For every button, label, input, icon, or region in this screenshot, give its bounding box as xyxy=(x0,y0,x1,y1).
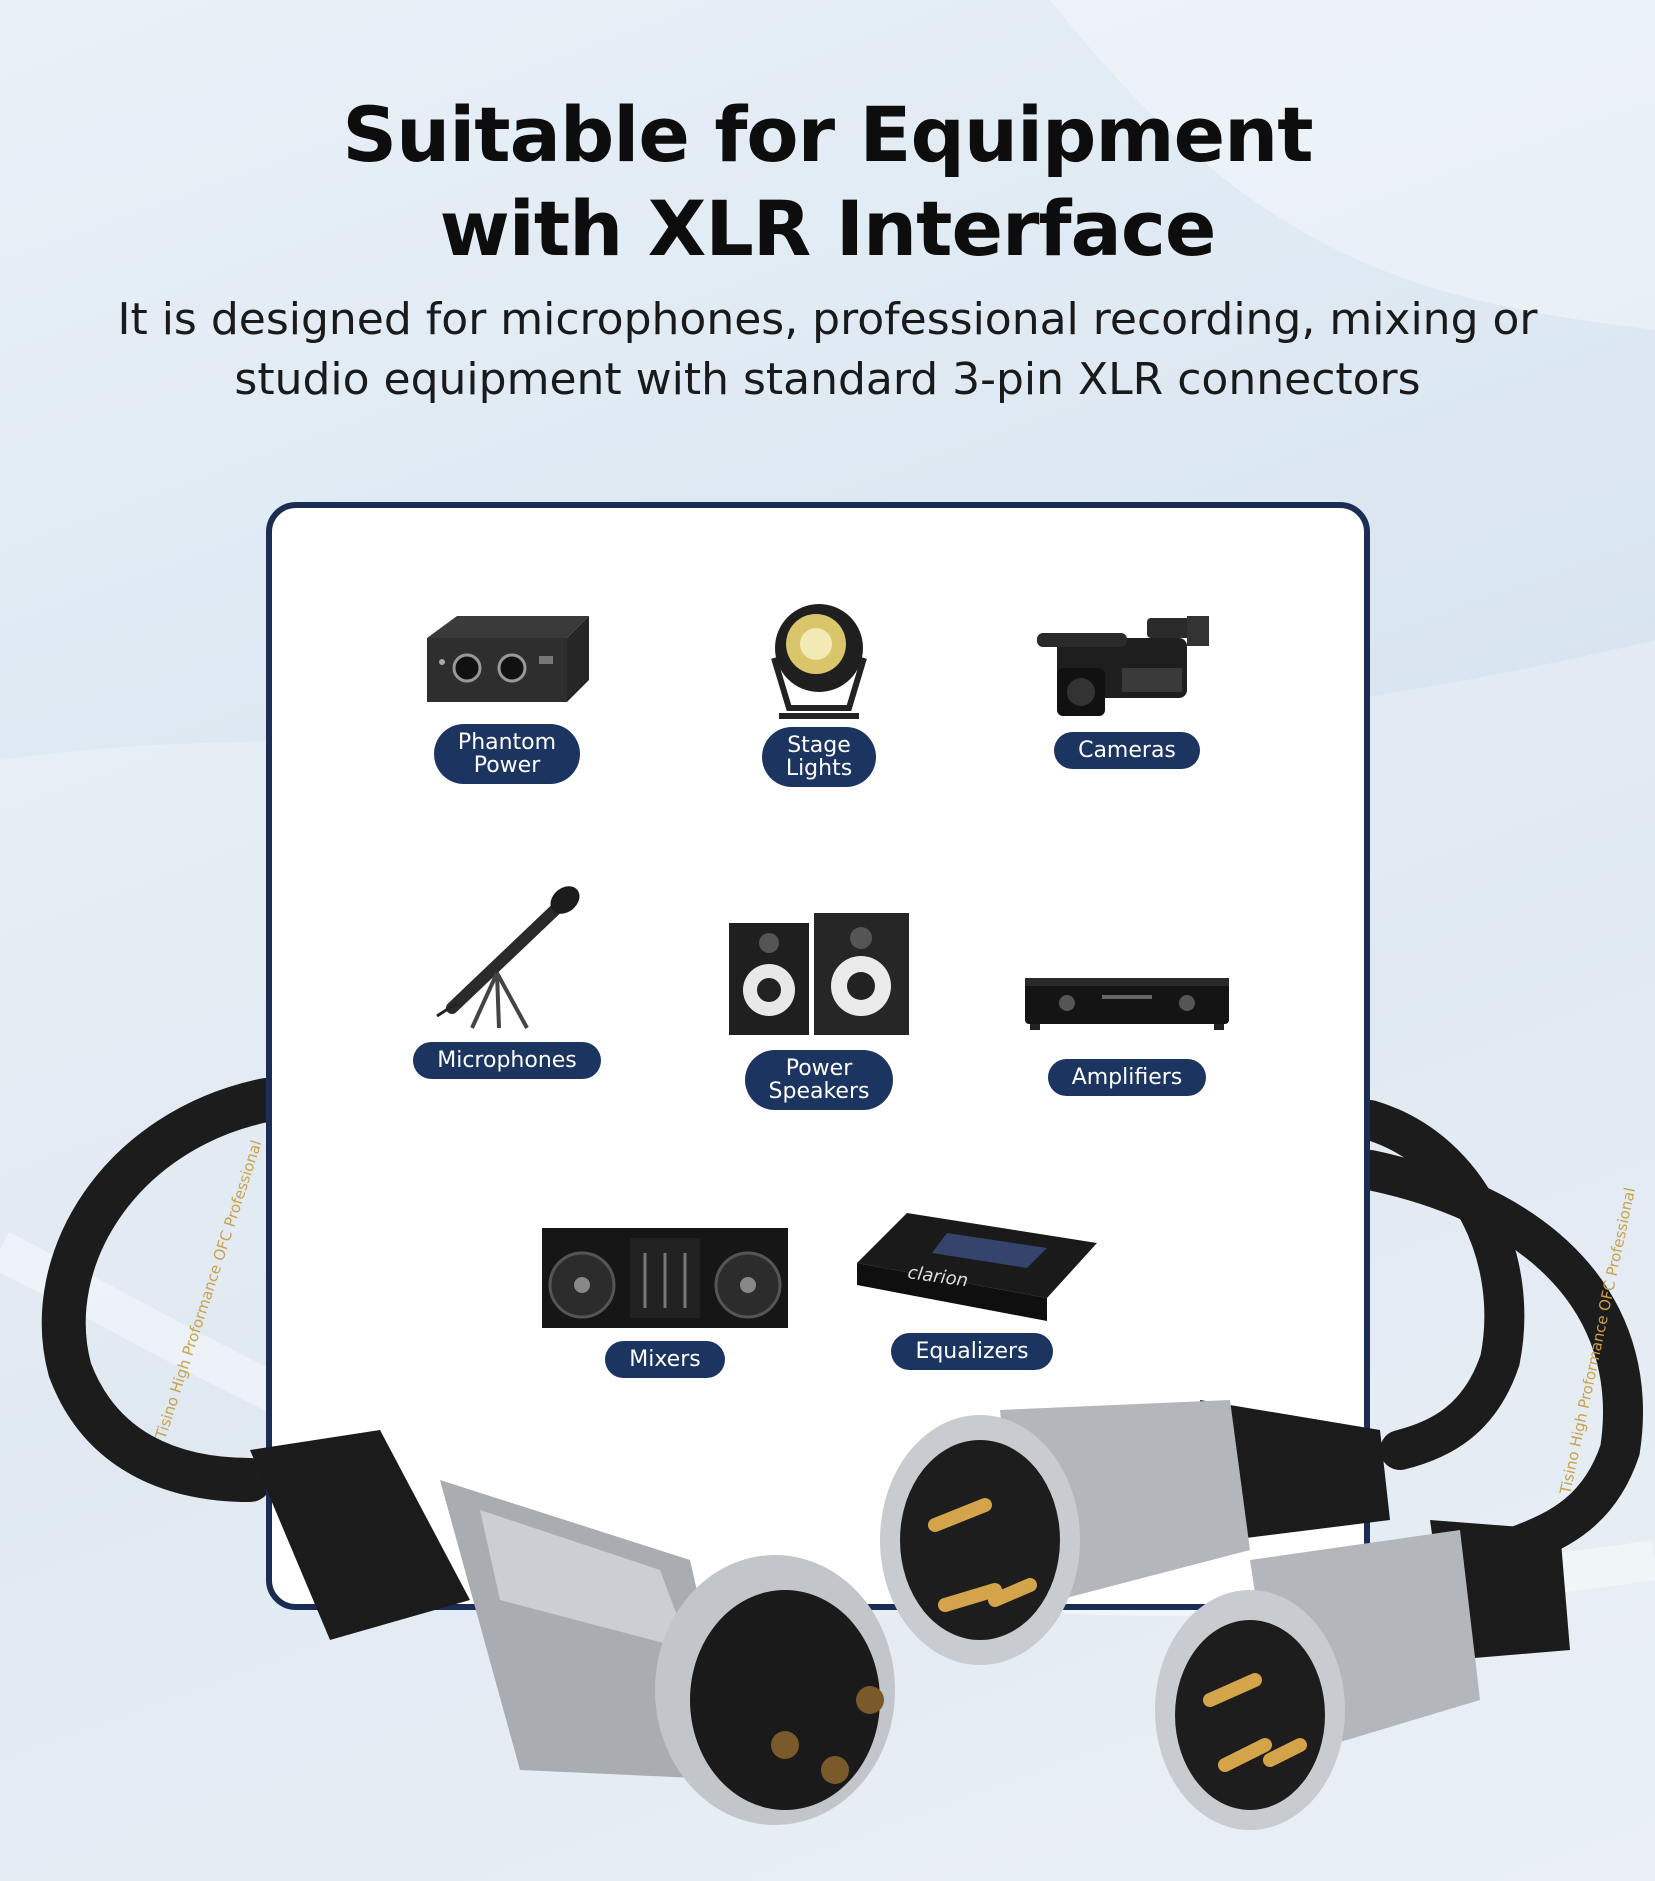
microphone-icon xyxy=(436,886,580,1029)
device-label: Equalizers xyxy=(891,1333,1053,1370)
device-cameras: Cameras xyxy=(997,608,1257,769)
device-label: Microphones xyxy=(413,1042,601,1079)
equalizer-icon: clarion xyxy=(857,1213,1097,1321)
mixer-icon xyxy=(542,1228,788,1328)
device-stage-lights: Stage Lights xyxy=(689,598,949,787)
phantom-power-icon xyxy=(427,616,589,702)
stage-light-icon xyxy=(771,604,867,719)
headline: Suitable for Equipment with XLR Interfac… xyxy=(342,90,1313,273)
device-label: Amplifiers xyxy=(1047,1059,1207,1096)
device-phantom-power: Phantom Power xyxy=(377,598,637,784)
device-microphones: Microphones xyxy=(377,878,637,1079)
device-power-speakers: Power Speakers xyxy=(689,908,949,1110)
amplifier-icon xyxy=(1025,978,1229,1030)
subheadline: It is designed for microphones, professi… xyxy=(117,294,1538,405)
device-mixers: Mixers xyxy=(535,1223,795,1378)
device-equalizers: clarion Equalizers xyxy=(842,1203,1102,1370)
device-label: Phantom Power xyxy=(433,724,581,784)
device-amplifiers: Amplifiers xyxy=(997,973,1257,1096)
device-label: Stage Lights xyxy=(761,727,877,787)
device-label: Mixers xyxy=(605,1341,725,1378)
device-panel: Phantom Power Stage Lights Cameras xyxy=(266,502,1370,1610)
device-label: Power Speakers xyxy=(744,1050,894,1110)
device-label: Cameras xyxy=(1054,732,1200,769)
camera-icon xyxy=(1037,616,1209,716)
speaker-icon xyxy=(729,913,909,1035)
